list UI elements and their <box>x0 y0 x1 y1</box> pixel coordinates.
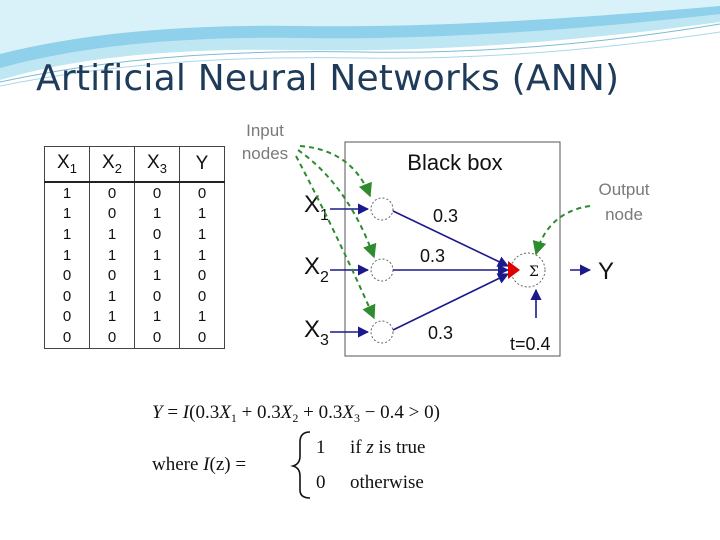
formula-line-1: Y = I(0.3X1 + 0.3X2 + 0.3X3 − 0.4 > 0) <box>152 402 440 425</box>
weight-x3: 0.3 <box>428 323 453 343</box>
table-cell: 1 <box>179 203 225 225</box>
output-node-label-line2: node <box>605 205 643 224</box>
input-node-2 <box>370 258 394 282</box>
table-cell: 1 <box>179 224 225 245</box>
weight-x1: 0.3 <box>433 206 458 226</box>
formula: Y = I(0.3X1 + 0.3X2 + 0.3X3 − 0.4 > 0) w… <box>152 402 440 499</box>
black-box-title: Black box <box>407 150 502 175</box>
sum-symbol: Σ <box>529 264 539 280</box>
input-node-3 <box>370 320 394 344</box>
header-x3: X3 <box>134 146 180 183</box>
table-cell: 1 <box>179 244 225 266</box>
input-node-1 <box>370 197 394 221</box>
header-x1: X1 <box>44 146 90 183</box>
dashed-arrow-input-1 <box>299 145 372 198</box>
input-nodes-label: Input <box>246 121 284 140</box>
slide-title: Artificial Neural Networks (ANN) <box>36 58 620 99</box>
edge-x3-to-output <box>392 273 510 331</box>
table-cell: 0 <box>179 182 225 204</box>
dashed-arrow-input-2 <box>297 149 377 259</box>
truth-table-header-row: X1 X2 X3 Y <box>44 146 225 183</box>
black-box-frame <box>344 141 561 357</box>
table-cell: 0 <box>179 327 225 349</box>
edge-x1-to-output <box>392 210 510 267</box>
weight-x2: 0.3 <box>420 246 445 266</box>
input-x1-label: X1 <box>304 191 329 224</box>
header-banner <box>0 0 720 87</box>
dashed-arrow-input-3 <box>295 155 376 320</box>
dashed-arrow-output <box>532 205 591 256</box>
output-node-red-marker <box>508 261 520 279</box>
output-node-label: Output <box>598 180 649 199</box>
formula-where: where I(z) = <box>152 454 246 475</box>
input-x3-label: X3 <box>304 316 329 349</box>
header-y: Y <box>179 146 225 183</box>
input-nodes-label-line2: nodes <box>242 144 288 163</box>
table-cell: 0 <box>179 265 225 286</box>
header-x2: X2 <box>89 146 135 183</box>
formula-brace <box>290 431 311 499</box>
table-cell: 1 <box>179 306 225 328</box>
input-x2-label: X2 <box>304 253 329 286</box>
threshold-label: t=0.4 <box>510 334 551 354</box>
table-cell: 0 <box>179 285 225 307</box>
output-y-label: Y <box>598 258 614 285</box>
